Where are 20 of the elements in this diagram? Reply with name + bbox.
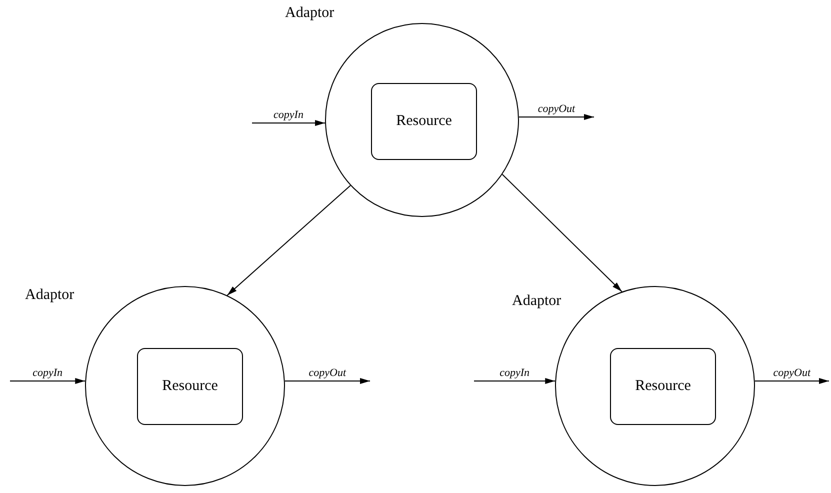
arrow [226,184,351,296]
edge-label: copyOut [308,368,348,379]
arrow [474,378,556,384]
edge-label: copyIn [32,368,64,379]
resource-box: Resource [371,83,477,160]
arrow [754,378,830,384]
arrow [10,378,86,384]
circle-heading: Adaptor [25,288,74,303]
arrow [284,378,370,384]
arrow [252,120,326,126]
edge-label: copyOut [536,104,576,115]
resource-box: Resource [137,348,243,425]
resource-box: Resource [610,348,716,425]
edge-label: copyIn [498,368,531,379]
circle-heading: Adaptor [285,6,334,21]
arrow [502,174,622,292]
edge-label: copyOut [772,368,812,379]
edge-label: copyIn [272,110,304,121]
circle-heading: Adaptor [512,294,562,309]
arrow [518,114,594,120]
